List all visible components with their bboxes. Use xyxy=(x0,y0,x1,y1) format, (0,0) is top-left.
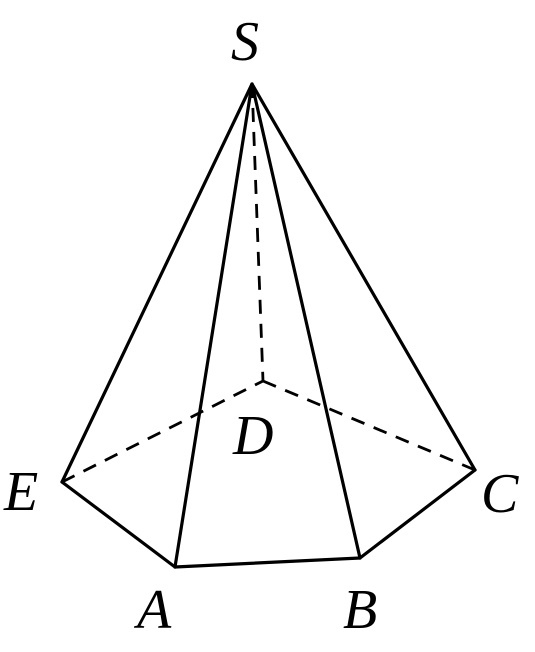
edge-sc xyxy=(250,82,477,472)
edge-se xyxy=(60,82,254,484)
edge-bc xyxy=(358,468,477,560)
vertex-label-c: C xyxy=(481,463,519,525)
edge-sa xyxy=(173,82,254,569)
vertex-label-d: D xyxy=(232,405,273,467)
edge-sb xyxy=(250,82,362,560)
edge-ed xyxy=(61,379,264,484)
edge-sd xyxy=(250,83,265,382)
vertex-label-b: B xyxy=(343,579,377,641)
edge-ea xyxy=(60,480,177,569)
pyramid-edges xyxy=(60,82,477,569)
vertex-label-e: E xyxy=(3,461,38,523)
edge-dc xyxy=(262,379,476,472)
edge-ab xyxy=(173,556,362,569)
vertex-label-a: A xyxy=(133,579,172,641)
vertex-label-s: S xyxy=(231,11,259,73)
